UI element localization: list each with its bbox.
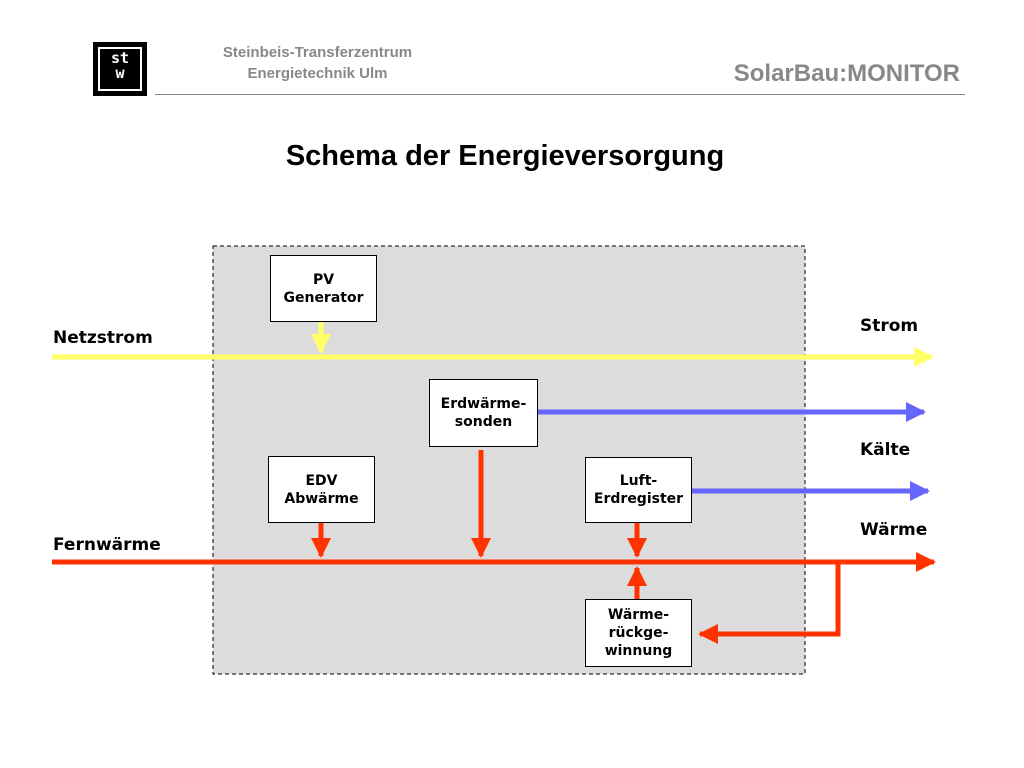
pv-label-line2: Generator (283, 289, 364, 306)
brand-title: SolarBau:MONITOR (733, 60, 960, 87)
erdwaerme-label-line2: sonden (454, 414, 513, 430)
kaelte-label: Kälte (860, 440, 911, 460)
edv-label-line1: EDV (305, 472, 338, 489)
fernwaerme-label: Fernwärme (53, 535, 161, 555)
org-line2: Energietechnik Ulm (247, 65, 388, 82)
heat-return-loop (698, 562, 841, 644)
org-line1: Steinbeis-Transferzentrum (222, 44, 413, 61)
netzstrom-label: Netzstrom (53, 328, 153, 348)
erdwaerme-label-line1: Erdwärme- (440, 396, 527, 412)
edv-box: EDV Abwärme (268, 456, 375, 523)
logo-text-line2: w (115, 64, 125, 82)
organization-name: Steinbeis-Transferzentrum Energietechnik… (180, 42, 455, 84)
pv-label-line1: PV (312, 271, 335, 288)
luft-erdregister-box: Luft- Erdregister (585, 457, 692, 523)
header-divider (155, 94, 965, 95)
strom-label: Strom (860, 316, 919, 336)
waerme-label: Wärme (860, 520, 928, 540)
stw-logo: st w (93, 42, 147, 96)
page-title: Schema der Energieversorgung (285, 140, 725, 172)
stw-logo-mark: st w (98, 47, 142, 91)
edv-label-line2: Abwärme (284, 490, 359, 507)
luft-label-line1: Luft- (619, 473, 658, 489)
wrg-label-line2: rückge- (608, 625, 669, 641)
wrg-label-line3: winnung (604, 643, 673, 659)
luft-label-line2: Erdregister (593, 491, 684, 507)
waermerueckgewinnung-box: Wärme- rückge- winnung (585, 599, 692, 667)
wrg-label-line1: Wärme- (607, 607, 670, 623)
logo-text-line1: st (110, 49, 130, 67)
erdwaerme-box: Erdwärme- sonden (429, 379, 538, 447)
pv-generator-box: PV Generator (270, 255, 377, 322)
